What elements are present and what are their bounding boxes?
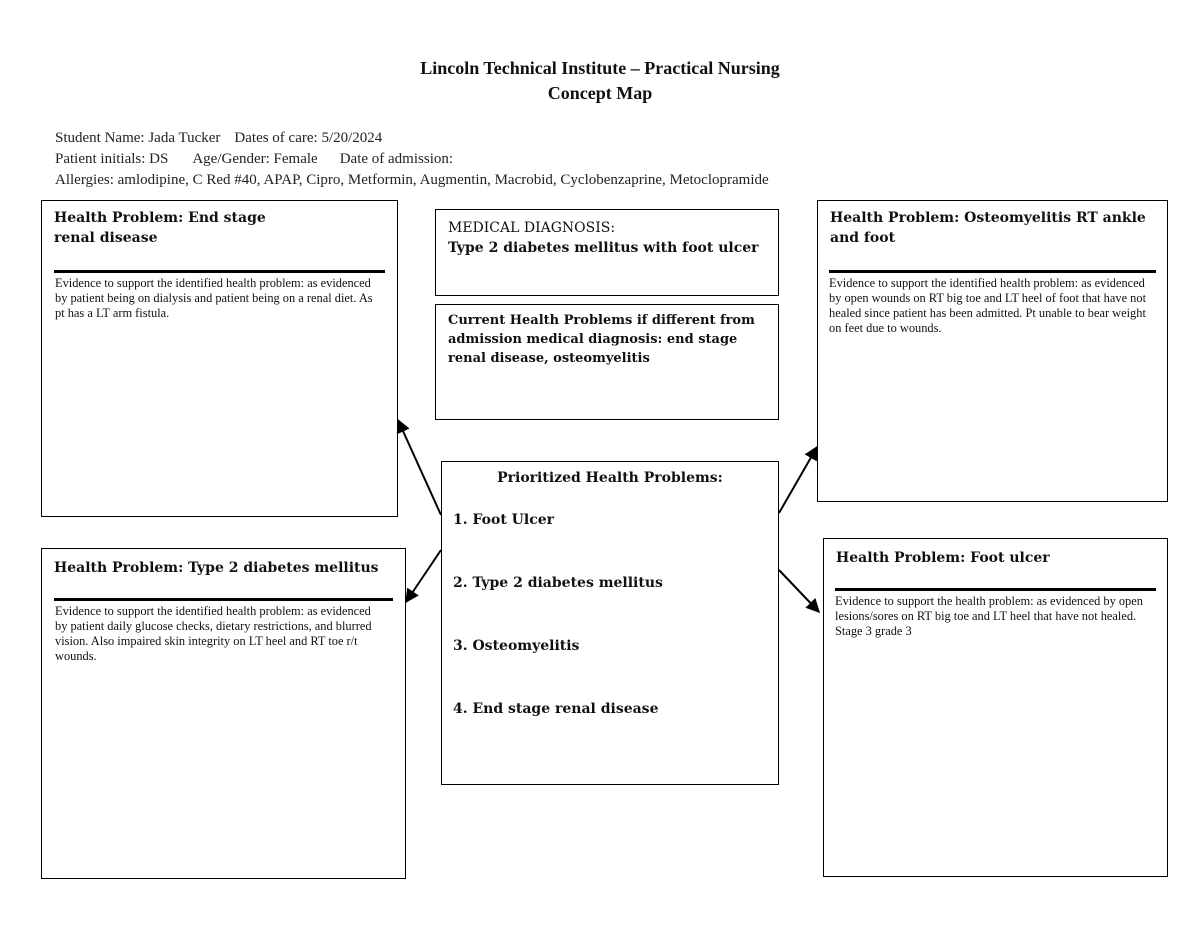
patient-info-line: Patient initials: DS Age/Gender: Female Da… xyxy=(55,151,467,168)
health-problem-osteomyelitis-title: Health Problem: Osteomyelitis RT ankle a… xyxy=(830,210,1146,246)
divider xyxy=(835,588,1156,591)
health-problem-diabetes-box: Health Problem: Type 2 diabetes mellitus… xyxy=(41,548,406,879)
current-health-problems-text: Current Health Problems if different fro… xyxy=(448,313,755,366)
student-info-line: Student Name: Jada Tucker Dates of care: … xyxy=(55,130,396,147)
arrow-to-renal xyxy=(396,418,442,516)
document-title: Lincoln Technical Institute – Practical … xyxy=(420,58,780,78)
prioritized-item: 3. Osteomyelitis xyxy=(453,638,580,654)
health-problem-renal-evidence: Evidence to support the identified healt… xyxy=(55,276,373,320)
prioritized-item: 4. End stage renal disease xyxy=(453,701,659,717)
health-problem-foot-ulcer-evidence: Evidence to support the health problem: … xyxy=(835,594,1143,638)
date-of-admission: Date of admission: xyxy=(339,151,454,167)
arrow-to-diabetes xyxy=(405,549,442,604)
health-problem-diabetes-evidence: Evidence to support the identified healt… xyxy=(55,604,372,663)
medical-diagnosis-label: MEDICAL DIAGNOSIS: xyxy=(448,220,616,236)
divider xyxy=(829,270,1156,273)
medical-diagnosis-value: Type 2 diabetes mellitus with foot ulcer xyxy=(448,240,759,256)
allergies: Allergies: amlodipine, C Red #40, APAP, … xyxy=(55,172,769,188)
arrow-to-osteomyelitis xyxy=(778,445,818,514)
divider xyxy=(54,270,385,273)
student-name: Student Name: Jada Tucker xyxy=(55,130,221,146)
health-problem-osteomyelitis-box: Health Problem: Osteomyelitis RT ankle a… xyxy=(817,200,1168,502)
document-subtitle: Concept Map xyxy=(547,83,653,103)
prioritized-health-problems-box: Prioritized Health Problems: 1. Foot Ulc… xyxy=(441,461,779,785)
health-problem-foot-ulcer-title: Health Problem: Foot ulcer xyxy=(836,550,1050,566)
health-problem-foot-ulcer-box: Health Problem: Foot ulcer Evidence to s… xyxy=(823,538,1168,877)
divider xyxy=(54,598,393,601)
health-problem-diabetes-title: Health Problem: Type 2 diabetes mellitus xyxy=(54,560,379,576)
dates-of-care: Dates of care: 5/20/2024 xyxy=(234,130,383,146)
prioritized-item: 2. Type 2 diabetes mellitus xyxy=(453,575,663,591)
health-problem-osteomyelitis-evidence: Evidence to support the identified healt… xyxy=(829,276,1147,335)
patient-age-gender: Age/Gender: Female xyxy=(192,151,318,167)
health-problem-renal-title: Health Problem: End stage renal disease xyxy=(54,210,266,246)
patient-initials: Patient initials: DS xyxy=(55,151,169,167)
arrow-to-foot-ulcer xyxy=(778,569,820,614)
health-problem-renal-box: Health Problem: End stage renal disease … xyxy=(41,200,398,517)
prioritized-heading: Prioritized Health Problems: xyxy=(497,470,723,486)
medical-diagnosis-box: MEDICAL DIAGNOSIS: Type 2 diabetes melli… xyxy=(435,209,779,296)
current-health-problems-box: Current Health Problems if different fro… xyxy=(435,304,779,420)
prioritized-item: 1. Foot Ulcer xyxy=(453,512,555,528)
